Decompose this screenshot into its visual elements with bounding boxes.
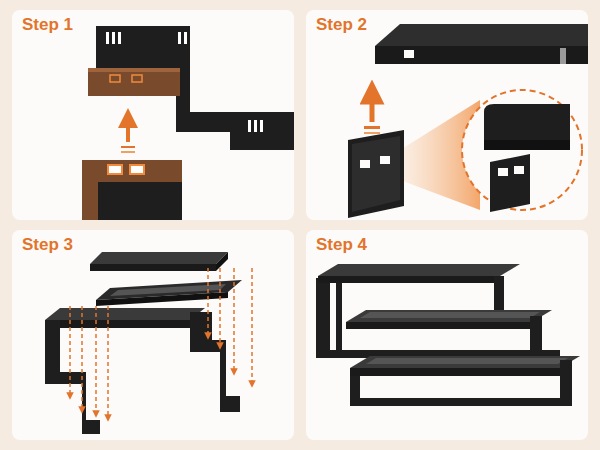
step-label: Step 3 <box>22 235 73 255</box>
step2-illustration <box>348 24 588 218</box>
step1-illustration <box>82 26 294 220</box>
step4-illustration <box>316 264 580 406</box>
step-panel: Step 1 <box>12 10 294 220</box>
step-label: Step 4 <box>316 235 367 255</box>
step-label: Step 2 <box>316 15 367 35</box>
step-label: Step 1 <box>22 15 73 35</box>
step-panel: Step 2 <box>306 10 588 220</box>
step-panel: Step 4 <box>306 230 588 440</box>
panel-grounds <box>12 10 588 440</box>
step3-illustration <box>45 252 252 434</box>
step-panel: Step 3 <box>12 230 294 440</box>
